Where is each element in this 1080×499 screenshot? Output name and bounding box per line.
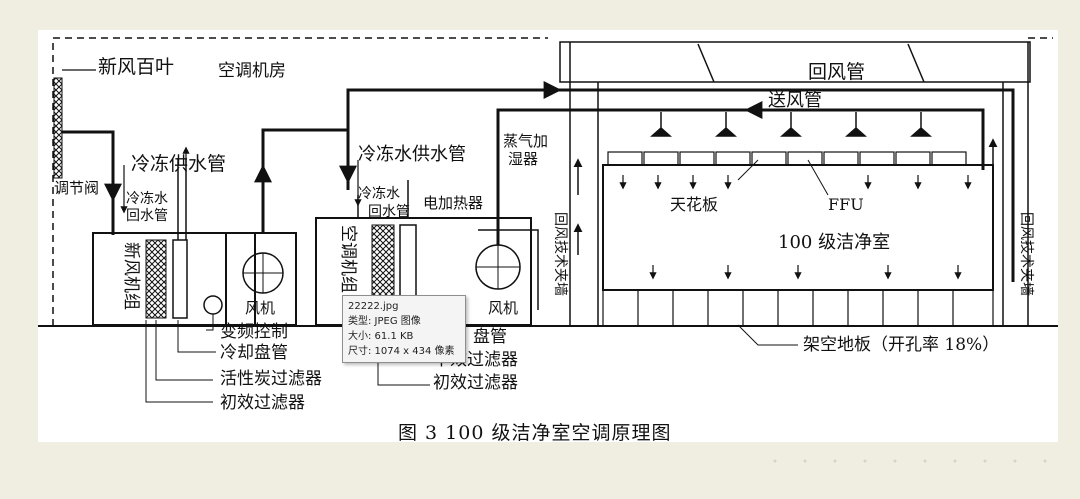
label-fresh-unit: 新风机组 <box>121 242 141 310</box>
label-fresh-louver: 新风百叶 <box>98 56 174 78</box>
label-heater: 电加热器 <box>423 194 483 212</box>
label-supply-duct: 送风管 <box>768 90 822 111</box>
tooltip-dimensions: 尺寸: 1074 x 434 像素 <box>348 346 455 357</box>
label-carbon-filter: 活性炭过滤器 <box>220 369 322 389</box>
label-chilled-supply-2: 冷冻水供水管 <box>358 144 466 165</box>
label-chilled-return-1a: 冷冻水 <box>126 190 168 207</box>
label-ceiling: 天花板 <box>670 195 718 214</box>
return-wall-left <box>569 42 599 326</box>
ffu-row <box>607 151 967 166</box>
label-return-wall-left: 回风技术夹墙 <box>552 212 568 296</box>
label-chilled-return-2a: 冷冻水 <box>358 185 400 202</box>
carbon-filter <box>145 239 167 319</box>
figure-caption: 图 3 100 级洁净室空调原理图 <box>398 422 672 444</box>
fresh-air-louver <box>53 77 63 179</box>
label-return-duct: 回风管 <box>808 61 865 83</box>
label-ac-room: 空调机房 <box>218 61 286 81</box>
label-ac-unit: 空调机组 <box>338 225 358 293</box>
supply-air-duct <box>346 88 1015 282</box>
tooltip-type: 类型: JPEG 图像 <box>348 316 421 327</box>
decorative-dots <box>773 459 1047 463</box>
machine-room-outline <box>52 37 548 326</box>
label-cooling-coil: 冷却盘管 <box>220 343 288 363</box>
label-cleanroom: 100 级洁净室 <box>778 232 890 253</box>
tooltip-filename: 22222.jpg <box>348 301 399 312</box>
return-wall-right <box>1002 42 1029 326</box>
label-chilled-return-1b: 回水管 <box>126 208 168 224</box>
label-damper: 调节阀 <box>54 179 99 197</box>
label-chilled-return-2b: 回水管 <box>368 204 410 220</box>
file-info-tooltip: 22222.jpg 类型: JPEG 图像 大小: 61.1 KB 尺寸: 10… <box>342 295 466 363</box>
label-primary-filter-2: 初效过滤器 <box>433 373 518 393</box>
label-return-wall-right: 回风技术夹墙 <box>1018 212 1034 296</box>
raised-floor <box>602 289 994 327</box>
label-fan-2: 风机 <box>488 299 518 317</box>
diagram-image: 新风百叶 空调机房 回风管 送风管 冷冻供水管 冷冻水供水管 调节阀 冷冻水 回… <box>38 30 1058 444</box>
label-steam-humid-b: 湿器 <box>508 150 538 168</box>
fresh-air-unit <box>92 232 256 326</box>
hvac-schematic: 新风百叶 空调机房 回风管 送风管 冷冻供水管 冷冻水供水管 调节阀 冷冻水 回… <box>38 37 1058 413</box>
label-ffu: FFU <box>828 195 864 214</box>
label-steam-humid-a: 蒸气加 <box>503 132 548 150</box>
label-fan-1: 风机 <box>245 299 275 317</box>
label-chilled-supply-1: 冷冻供水管 <box>131 153 226 175</box>
label-coil-2: 盘管 <box>473 327 507 347</box>
cooling-coil <box>172 239 188 319</box>
label-vfd: 变频控制 <box>220 322 288 342</box>
tooltip-size: 大小: 61.1 KB <box>348 331 414 342</box>
label-raised-floor: 架空地板（开孔率 18%） <box>803 335 999 355</box>
return-air-duct <box>559 41 1031 83</box>
label-primary-filter: 初效过滤器 <box>220 393 305 413</box>
